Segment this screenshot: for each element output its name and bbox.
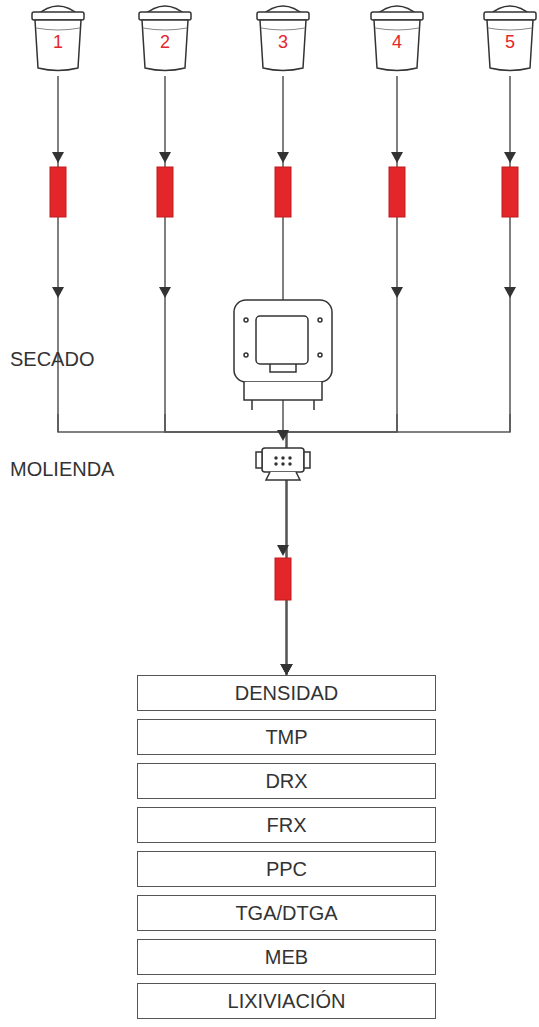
sample-number: 2 <box>127 2 203 53</box>
analysis-label: MEB <box>265 946 308 969</box>
stage-label: SECADO <box>10 348 94 371</box>
analysis-box: TMP <box>137 719 436 755</box>
sample-number: 5 <box>472 2 539 53</box>
arrowhead <box>281 664 293 675</box>
analysis-box: TGA/DTGA <box>137 895 436 931</box>
analysis-label: TMP <box>265 726 307 749</box>
sample-number: 3 <box>245 2 321 53</box>
analysis-box: FRX <box>137 807 436 843</box>
arrowhead <box>281 664 293 675</box>
sample-bucket: 5 <box>472 2 539 74</box>
arrowhead <box>281 664 293 675</box>
collector-bracket <box>58 414 510 432</box>
analysis-label: LIXIVIACIÓN <box>228 990 346 1013</box>
arrowheads <box>52 152 516 556</box>
sample-bucket: 4 <box>359 2 435 74</box>
sample-bucket: 2 <box>127 2 203 74</box>
arrowhead <box>281 664 293 675</box>
analysis-box: PPC <box>137 851 436 887</box>
analysis-box: DENSIDAD <box>137 675 436 711</box>
arrowhead <box>281 664 293 675</box>
analysis-label: TGA/DTGA <box>235 902 337 925</box>
sample-bucket: 1 <box>20 2 96 74</box>
analysis-label: FRX <box>267 814 307 837</box>
analysis-box: MEB <box>137 939 436 975</box>
stage-label: MOLIENDA <box>10 458 114 481</box>
analysis-label: PPC <box>266 858 307 881</box>
sample-number: 1 <box>20 2 96 53</box>
analysis-label: DENSIDAD <box>235 682 338 705</box>
dryer-oven <box>234 300 332 410</box>
sample-number: 4 <box>359 2 435 53</box>
sample-bars <box>50 167 518 600</box>
sample-bucket: 3 <box>245 2 321 74</box>
mill-icon <box>256 448 310 480</box>
analysis-label: DRX <box>265 770 307 793</box>
analysis-box: LIXIVIACIÓN <box>137 983 436 1019</box>
analysis-box: DRX <box>137 763 436 799</box>
